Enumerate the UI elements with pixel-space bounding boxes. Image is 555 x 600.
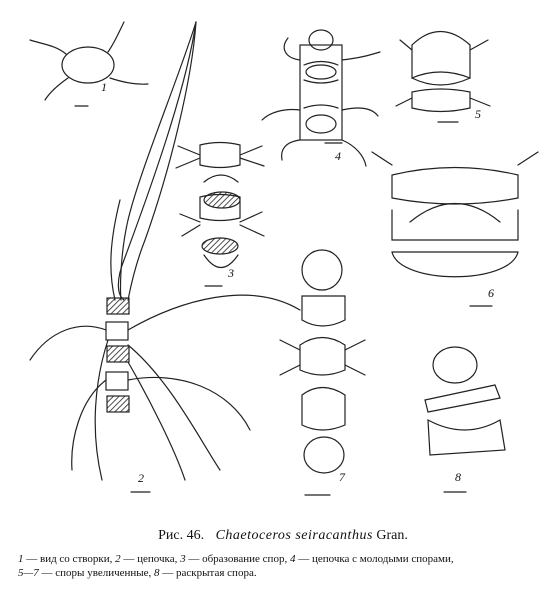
panel-4-chain-young-spores [261,29,381,167]
figure-illustration: 1 2 3 4 5 6 7 8 [29,21,539,496]
panel-6-spore-enlarged [371,151,539,307]
caption-author: Gran. [376,528,408,543]
panel-label-7: 7 [339,470,346,484]
panel-2-chain [29,21,301,493]
panel-label-2: 2 [138,471,144,485]
panel-1-valve-view [29,21,149,107]
panel-label-8: 8 [455,470,461,484]
panel-7-spore-enlarged [279,249,366,496]
legend-item: 8 — раскрытая спора. [154,567,257,579]
legend-item: 4 — цепочка с молодыми спорами, [289,553,454,565]
caption-number: 46. [186,528,205,543]
legend-item: 2 — цепочка, [115,553,181,565]
caption-species: Chaetoceros seiracanthus [215,528,373,543]
caption-prefix: Рис. [158,528,184,543]
panel-label-4: 4 [335,149,341,163]
panel-5-spore-enlarged [395,31,491,123]
panel-label-3: 3 [227,266,234,280]
panel-3-spore-formation [175,141,265,287]
panel-label-5: 5 [475,107,481,121]
figure-caption: Рис. 46. Chaetoceros seiracanthus Gran. … [18,528,548,580]
caption-title: Рис. 46. Chaetoceros seiracanthus Gran. [18,528,548,544]
legend-item: 3 — образование спор, [180,553,290,565]
caption-legend: 1 — вид со створки, 2 — цепочка, 3 — обр… [18,552,548,580]
panel-8-opened-spore [424,346,506,493]
panel-label-1: 1 [101,80,107,94]
legend-item: 5—7 — споры увеличенные, [18,567,155,579]
legend-item: 1 — вид со створки, [18,553,116,565]
panel-label-6: 6 [488,286,494,300]
